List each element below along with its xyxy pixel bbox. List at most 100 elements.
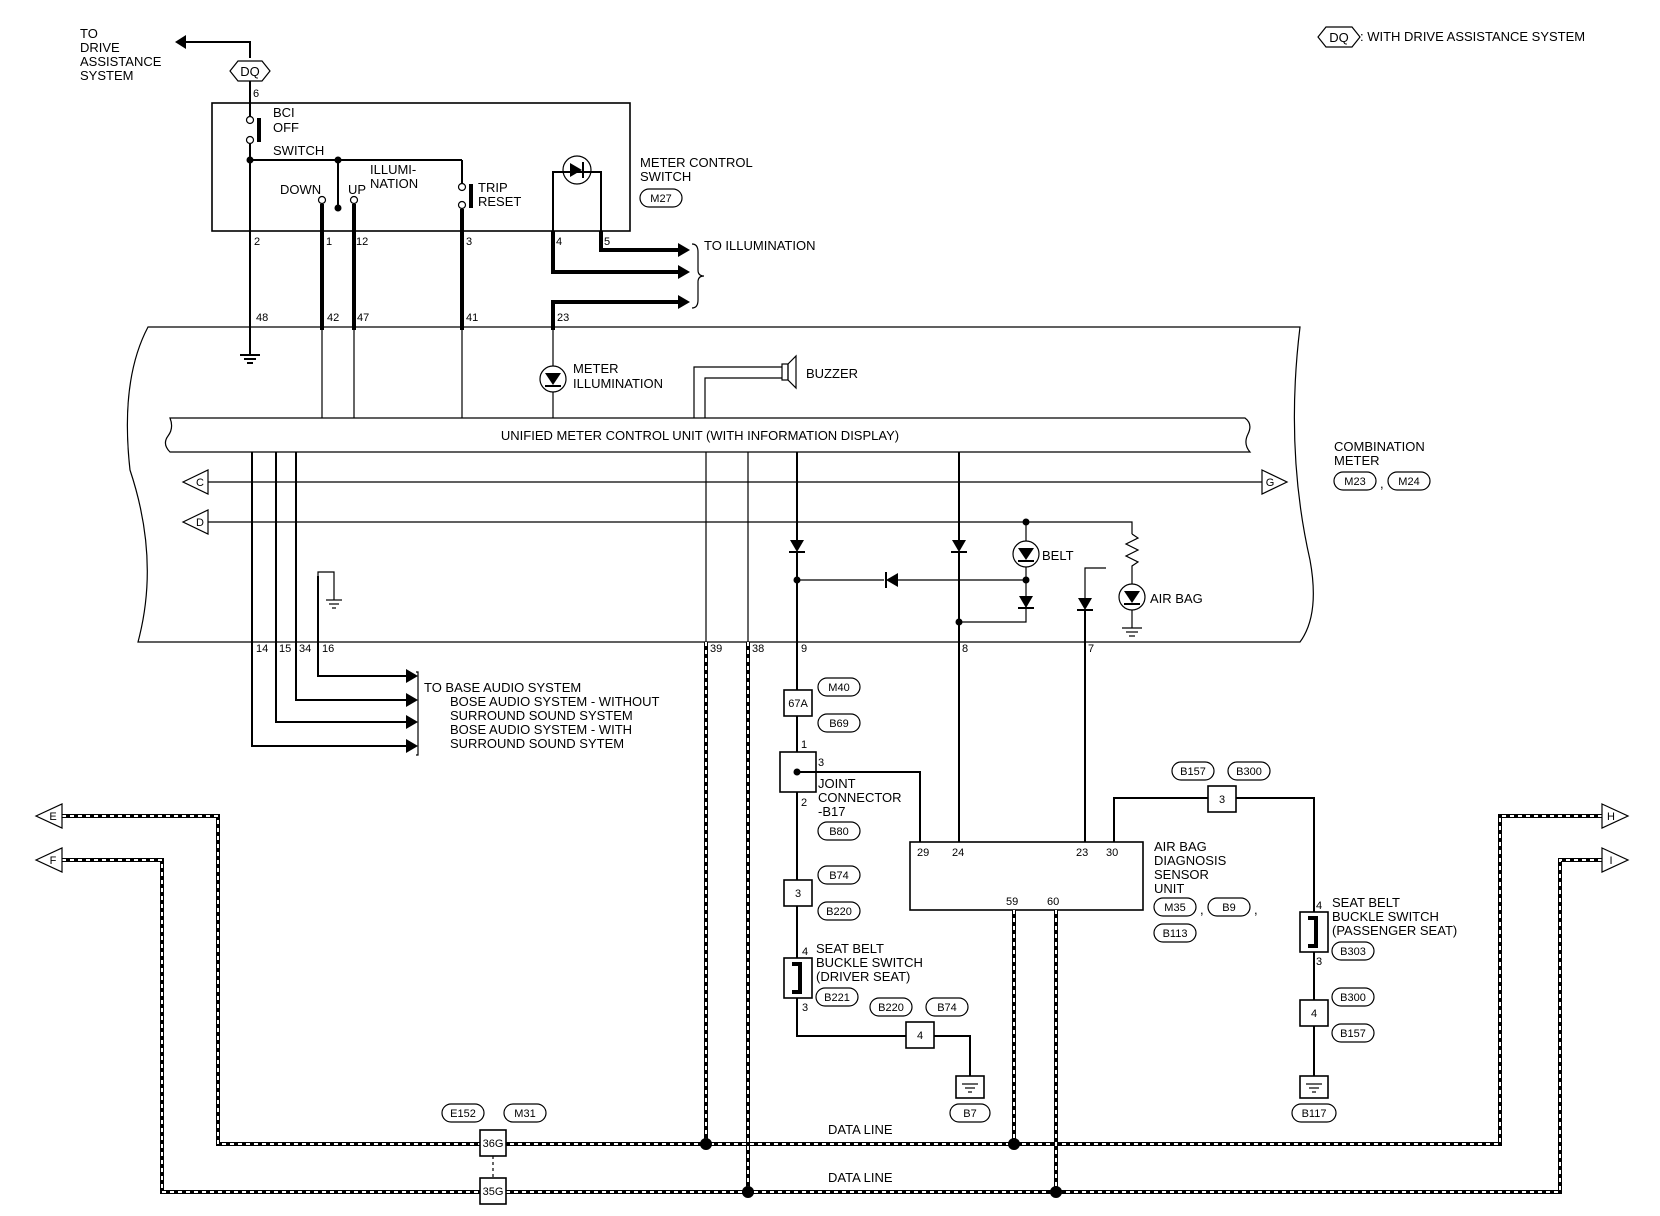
combination-meter-label: COMBINATION METER M23 , M24: [1333, 439, 1431, 491]
svg-text:METER: METER: [1334, 453, 1380, 468]
svg-text:23: 23: [1076, 847, 1088, 859]
svg-text:24: 24: [952, 847, 964, 859]
data-line-label-lower: DATA LINE: [828, 1170, 893, 1185]
svg-text:4: 4: [802, 946, 808, 958]
svg-text:3: 3: [802, 1002, 808, 1014]
svg-text:SWITCH: SWITCH: [273, 143, 324, 158]
legend-code: DQ: [1329, 30, 1349, 45]
belt-warning-lamp: BELT: [1012, 518, 1074, 584]
svg-text:NATION: NATION: [370, 176, 418, 191]
svg-text:METER: METER: [573, 361, 619, 376]
seat-belt-switch-driver: 4 3 SEAT BELT BUCKLE SWITCH (DRIVER SEAT…: [783, 941, 923, 1014]
svg-text:SURROUND SOUND SYTEM: SURROUND SOUND SYTEM: [450, 736, 624, 751]
svg-text:2: 2: [254, 236, 260, 248]
svg-text:14: 14: [256, 643, 268, 655]
ground-b7: B7: [949, 1075, 991, 1123]
svg-text:M24: M24: [1398, 476, 1419, 488]
svg-text:I: I: [1609, 855, 1612, 867]
svg-text:8: 8: [962, 643, 968, 655]
ground-icon: [317, 571, 342, 609]
svg-text:SYSTEM: SYSTEM: [80, 68, 133, 83]
svg-text:B74: B74: [937, 1002, 957, 1014]
svg-text:M35: M35: [1164, 902, 1185, 914]
svg-text:DIAGNOSIS: DIAGNOSIS: [1154, 853, 1227, 868]
svg-text:30: 30: [1106, 847, 1118, 859]
svg-text:COMBINATION: COMBINATION: [1334, 439, 1425, 454]
ground-icon: [240, 330, 260, 364]
svg-text:12: 12: [356, 236, 368, 248]
svg-text:BUZZER: BUZZER: [806, 366, 858, 381]
svg-text:M31: M31: [514, 1108, 535, 1120]
svg-text:B300: B300: [1340, 992, 1366, 1004]
svg-text:B221: B221: [824, 992, 850, 1004]
meter-control-switch: BCI OFF SWITCH DOWN UP ILLUMI- NATION TR…: [211, 102, 753, 330]
svg-text:B220: B220: [826, 906, 852, 918]
svg-text:B7: B7: [963, 1108, 976, 1120]
svg-text:SURROUND SOUND SYSTEM: SURROUND SOUND SYSTEM: [450, 708, 633, 723]
legend: DQ : WITH DRIVE ASSISTANCE SYSTEM: [1317, 26, 1585, 48]
arrow-left-icon: [175, 35, 186, 49]
unified-meter-control-unit: [164, 417, 1252, 453]
svg-text:3: 3: [1219, 794, 1225, 806]
svg-text:AIR BAG: AIR BAG: [1154, 839, 1207, 854]
svg-text:15: 15: [279, 643, 291, 655]
audio-destination: TO BASE AUDIO SYSTEM BOSE AUDIO SYSTEM -…: [424, 680, 660, 751]
svg-text:,: ,: [1380, 476, 1384, 491]
svg-text:UNIT: UNIT: [1154, 881, 1184, 896]
svg-text:BOSE AUDIO SYSTEM - WITHOUT: BOSE AUDIO SYSTEM - WITHOUT: [450, 694, 660, 709]
svg-text:M23: M23: [1344, 476, 1365, 488]
svg-text:34: 34: [299, 643, 311, 655]
svg-text:B157: B157: [1180, 766, 1206, 778]
svg-text:H: H: [1607, 811, 1615, 823]
connector-3-right: 3 B157 B300: [1171, 761, 1271, 813]
svg-text:,: ,: [1200, 902, 1204, 917]
svg-text:G: G: [1266, 477, 1275, 489]
connector-4-right: 4 B300 B157: [1299, 987, 1375, 1043]
svg-text:4: 4: [917, 1030, 923, 1042]
svg-text:SWITCH: SWITCH: [640, 169, 691, 184]
svg-text:3: 3: [818, 757, 824, 769]
svg-text:7: 7: [1088, 643, 1094, 655]
seat-belt-switch-passenger: 4 3 SEAT BELT BUCKLE SWITCH (PASSENGER S…: [1299, 895, 1457, 968]
svg-text:F: F: [50, 855, 57, 867]
svg-text:BELT: BELT: [1042, 548, 1074, 563]
svg-text:B69: B69: [829, 718, 849, 730]
svg-text:3: 3: [1316, 956, 1322, 968]
svg-text:B113: B113: [1163, 928, 1188, 940]
svg-text:47: 47: [357, 312, 369, 324]
svg-text:48: 48: [256, 312, 268, 324]
svg-text:E152: E152: [450, 1108, 476, 1120]
svg-text:B74: B74: [829, 870, 849, 882]
svg-text:CONNECTOR: CONNECTOR: [818, 790, 902, 805]
svg-text:C: C: [196, 477, 204, 489]
svg-text:3: 3: [795, 888, 801, 900]
meter-illumination-lamp: METER ILLUMINATION: [539, 361, 663, 393]
ground-b117: B117: [1291, 1075, 1337, 1123]
svg-text:16: 16: [322, 643, 334, 655]
svg-text:B303: B303: [1340, 946, 1366, 958]
svg-text:B80: B80: [829, 826, 849, 838]
svg-text:4: 4: [556, 236, 562, 248]
buzzer: BUZZER: [693, 354, 858, 418]
svg-text:E: E: [49, 811, 56, 823]
svg-text:59: 59: [1006, 896, 1018, 908]
svg-text:DQ: DQ: [240, 64, 260, 79]
svg-text:BCI: BCI: [273, 105, 295, 120]
data-connector: E152 M31 36G 35G: [441, 1103, 547, 1205]
airbag-warning-lamp: AIR BAG: [1118, 533, 1203, 637]
svg-text:AIR BAG: AIR BAG: [1150, 591, 1203, 606]
svg-text:9: 9: [801, 643, 807, 655]
svg-text:TRIP: TRIP: [478, 180, 508, 195]
connector-67a: 67A M40 B69: [783, 677, 861, 733]
svg-text:B117: B117: [1302, 1108, 1327, 1120]
svg-text:38: 38: [752, 643, 764, 655]
svg-text:36G: 36G: [483, 1138, 504, 1150]
svg-text:,: ,: [1254, 902, 1258, 917]
svg-text:(DRIVER SEAT): (DRIVER SEAT): [816, 969, 910, 984]
svg-text:B300: B300: [1236, 766, 1262, 778]
data-line-bus: [62, 642, 1602, 1198]
legend-text: : WITH DRIVE ASSISTANCE SYSTEM: [1360, 29, 1585, 44]
svg-text:B220: B220: [878, 1002, 904, 1014]
svg-text:M27: M27: [650, 193, 671, 205]
